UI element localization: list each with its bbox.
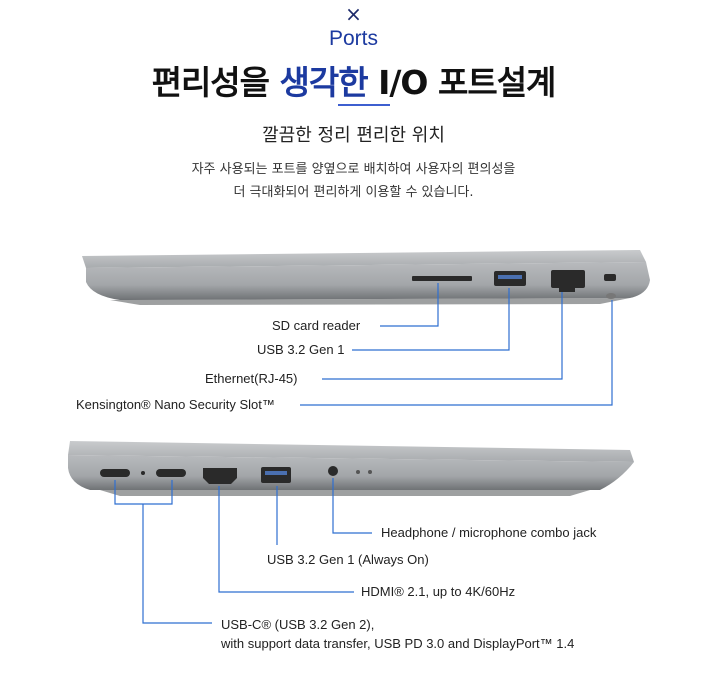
subtitle: 깔끔한 정리 편리한 위치 <box>262 125 445 146</box>
label-usbc-line2: with support data transfer, USB PD 3.0 a… <box>221 636 575 651</box>
label-usb-left: USB 3.2 Gen 1 (Always On) <box>267 552 429 567</box>
label-kensington: Kensington® Nano Security Slot™ <box>76 397 275 412</box>
close-icon: × <box>345 2 362 26</box>
description-line2: 더 극대화되어 편리하게 이용할 수 있습니다. <box>233 185 474 200</box>
title-underline <box>338 104 390 106</box>
sd-slot <box>412 276 472 281</box>
kensington-slot <box>604 274 616 281</box>
audio-jack <box>328 466 338 476</box>
hdmi-port <box>203 468 237 484</box>
label-audio-jack: Headphone / microphone combo jack <box>381 525 597 540</box>
usbc-port-2 <box>156 469 186 477</box>
section-title: Ports <box>328 27 378 50</box>
headline-part1: 편리성을 <box>151 63 280 102</box>
label-usbc-line1: USB-C® (USB 3.2 Gen 2), <box>221 617 375 632</box>
headline: 편리성을 생각한 I/O 포트설계 <box>0 56 707 104</box>
label-usb-right: USB 3.2 Gen 1 <box>257 342 345 357</box>
label-hdmi: HDMI® 2.1, up to 4K/60Hz <box>361 584 516 599</box>
label-sd-card: SD card reader <box>272 318 361 333</box>
leader-lines-left <box>114 478 372 624</box>
laptop-right-side <box>82 250 650 305</box>
ethernet-port <box>551 270 585 288</box>
laptop-left-side <box>68 441 634 496</box>
description-line1: 자주 사용되는 포트를 양옆으로 배치하여 사용자의 편의성을 <box>191 162 516 177</box>
description: 자주 사용되는 포트를 양옆으로 배치하여 사용자의 편의성을 더 극대화되어 … <box>0 158 707 204</box>
label-usbc: USB-C® (USB 3.2 Gen 2), with support dat… <box>221 615 574 653</box>
label-ethernet: Ethernet(RJ-45) <box>205 371 298 386</box>
usbc-port-1 <box>100 469 130 477</box>
leader-lines-right <box>300 283 613 406</box>
headline-accent: 생각한 <box>279 63 369 102</box>
headline-part3: I/O 포트설계 <box>367 63 556 102</box>
